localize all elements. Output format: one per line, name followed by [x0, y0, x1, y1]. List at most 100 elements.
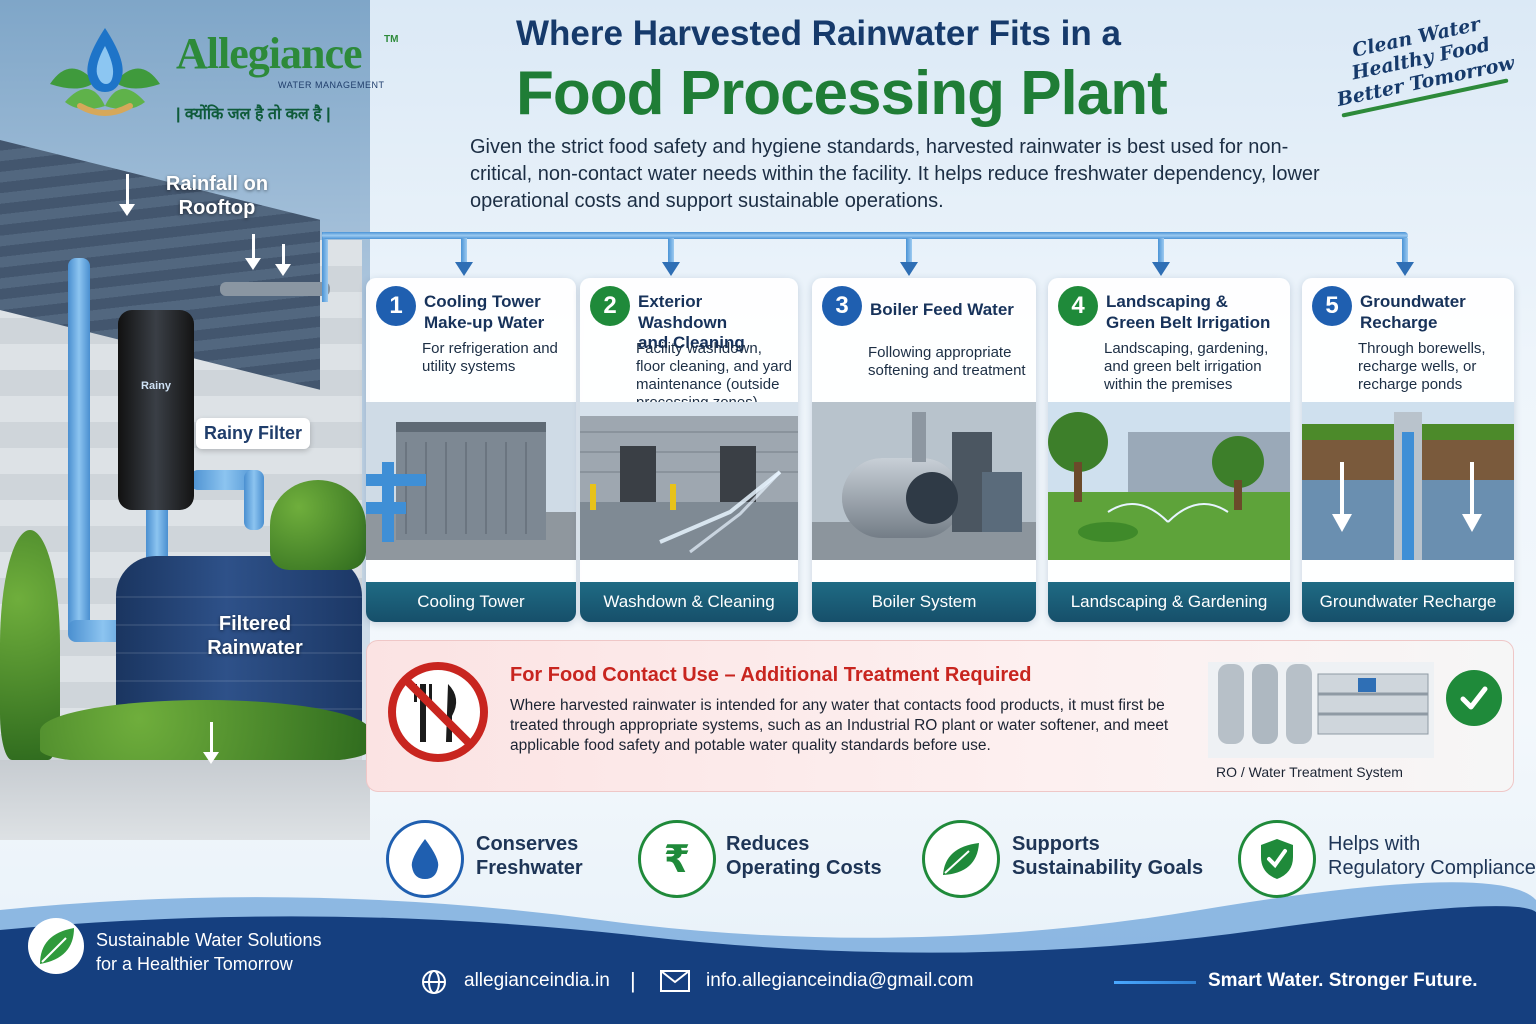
landscaping-illustration [1048, 402, 1290, 560]
washdown-illustration [580, 402, 798, 560]
footer-slogan-accent [1114, 981, 1196, 984]
footer-separator: | [630, 968, 636, 993]
rain-arrow-stem [282, 244, 285, 266]
use-title: Groundwater Recharge [1360, 292, 1508, 333]
flow-arrow-icon [900, 262, 918, 276]
benefit-line1: Reduces [726, 833, 810, 855]
use-title: Landscaping & Green Belt Irrigation [1106, 292, 1284, 333]
benefit-regulatory-compliance: Helps with Regulatory Compliance [1328, 832, 1536, 881]
use-description: Through borewells, recharge wells, or re… [1358, 340, 1486, 393]
use-card-cooling-tower: 1 Cooling Tower Make-up Water For refrig… [366, 278, 576, 622]
use-footer-label: Boiler System [812, 582, 1036, 622]
downpipe [68, 258, 90, 638]
use-title-line1: Cooling Tower [424, 292, 541, 311]
use-number-badge: 3 [822, 286, 862, 326]
intro-paragraph: Given the strict food safety and hygiene… [470, 136, 1320, 213]
page-title-line2: Food Processing Plant [516, 59, 1168, 128]
rain-arrow-stem [126, 174, 129, 204]
distribution-branch [906, 238, 912, 262]
rainy-filter-brand: Rainy [141, 380, 171, 392]
shrub [270, 480, 366, 570]
use-title-line1: Groundwater [1360, 292, 1466, 311]
use-card-landscaping: 4 Landscaping & Green Belt Irrigation La… [1048, 278, 1290, 622]
cooling-tower-illustration [366, 402, 576, 560]
groundwater-recharge-illustration [1302, 402, 1514, 560]
distribution-pipe [322, 232, 1408, 239]
footer-slogan: Smart Water. Stronger Future. [1208, 970, 1478, 991]
email-icon [660, 970, 690, 992]
tank-label-line1: Filtered [218, 613, 292, 635]
distribution-pipe-riser [322, 232, 328, 302]
rain-gutter [220, 282, 330, 296]
shield-check-icon [1238, 820, 1316, 898]
use-number-badge: 5 [1312, 286, 1352, 326]
tank-label-line2: Rainwater [207, 637, 303, 659]
rupee-icon: ₹ [638, 820, 716, 898]
benefit-line2: Regulatory Compliance [1328, 857, 1536, 880]
use-title-line2: Recharge [1360, 312, 1438, 332]
brand-subtitle: WATER MANAGEMENT [278, 80, 385, 90]
footer-tagline: Sustainable Water Solutions for a Health… [96, 928, 321, 976]
use-footer-label: Groundwater Recharge [1302, 582, 1514, 622]
footer-website-link[interactable]: allegianceindia.in [464, 970, 610, 991]
page-title-line1: Where Harvested Rainwater Fits in a [516, 14, 1121, 53]
footer-email-link[interactable]: info.allegianceindia@gmail.com [706, 970, 974, 991]
brand-trademark: TM [384, 34, 399, 45]
rain-arrow-stem [252, 234, 255, 260]
distribution-branch [1158, 238, 1164, 262]
distribution-branch [668, 238, 674, 262]
benefit-line1: Helps with [1328, 833, 1421, 855]
rainfall-label-line1: Rainfall on [165, 173, 269, 195]
benefit-line2: Sustainability Goals [1012, 857, 1204, 880]
benefit-line2: Operating Costs [726, 857, 882, 880]
flow-arrow-icon [662, 262, 680, 276]
rainfall-label: Rainfall on Rooftop [158, 172, 276, 220]
use-card-groundwater-recharge: 5 Groundwater Recharge Through borewells… [1302, 278, 1514, 622]
use-description: Following appropriate softening and trea… [868, 344, 1026, 379]
footer-tagline-line1: Sustainable Water Solutions [96, 930, 322, 950]
footer-tagline-line2: for a Healthier Tomorrow [96, 954, 293, 975]
water-drop-icon [386, 820, 464, 898]
allegiance-logo-icon [50, 28, 160, 116]
filter-side-pipe-down [244, 470, 264, 530]
use-title-line2: Green Belt Irrigation [1106, 312, 1271, 332]
use-number-badge: 4 [1058, 286, 1098, 326]
brand-hindi-tagline: | क्योंकि जल है तो कल है | [176, 106, 331, 123]
no-food-contact-icon [388, 662, 488, 762]
check-icon [1446, 670, 1502, 726]
rainy-filter-label: Rainy Filter [196, 418, 311, 449]
use-title-line2: Make-up Water [424, 312, 545, 332]
use-title-line2: and Cleaning [638, 333, 745, 353]
benefit-conserves-freshwater: Conserves Freshwater [476, 832, 583, 881]
use-card-boiler-feed: 3 Boiler Feed Water Following appropriat… [812, 278, 1036, 622]
globe-icon [422, 970, 446, 994]
benefit-reduces-costs: Reduces Operating Costs [726, 832, 882, 881]
use-number-badge: 2 [590, 286, 630, 326]
rain-arrow-icon [119, 204, 135, 216]
use-title-line1: Landscaping & [1106, 292, 1228, 311]
leaf-icon [922, 820, 1000, 898]
use-card-exterior-washdown: 2 Exterior Washdown and Cleaning Facilit… [580, 278, 798, 622]
warning-body: Where harvested rainwater is intended fo… [510, 697, 1169, 755]
use-title: Boiler Feed Water [870, 300, 1030, 321]
use-description: For refrigeration and utility systems [422, 340, 558, 375]
benefit-sustainability: Supports Sustainability Goals [1012, 832, 1203, 881]
use-title-line1: Exterior Washdown [638, 292, 728, 332]
use-description: Landscaping, gardening, and green belt i… [1104, 340, 1269, 393]
ro-plant-illustration [1208, 662, 1434, 758]
rainy-filter [118, 310, 194, 510]
rainfall-label-line2: Rooftop [178, 197, 256, 219]
tank-label: Filtered Rainwater [200, 612, 310, 660]
boiler-illustration [812, 402, 1036, 560]
rain-arrow-icon [245, 258, 261, 270]
filter-side-pipe [190, 470, 260, 490]
brand-name: Allegiance [176, 29, 363, 78]
ro-system-caption: RO / Water Treatment System [1216, 764, 1403, 780]
use-title: Cooling Tower Make-up Water [424, 292, 570, 333]
footer-leaf-icon [28, 918, 84, 974]
use-number-badge: 1 [376, 286, 416, 326]
benefit-line2: Freshwater [476, 857, 583, 880]
overflow-arrow-icon [203, 752, 219, 764]
hedge-row [40, 700, 370, 762]
flow-arrow-icon [455, 262, 473, 276]
